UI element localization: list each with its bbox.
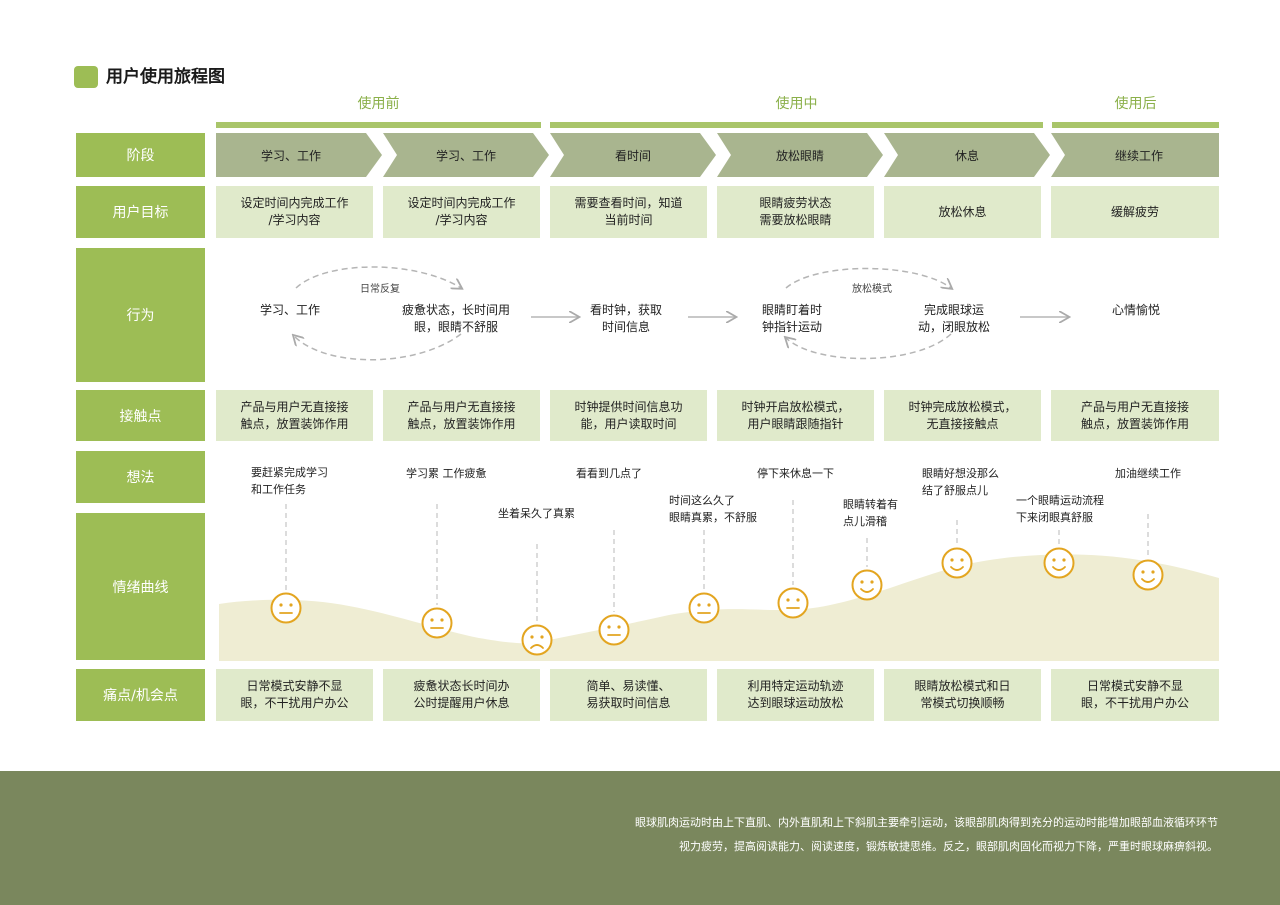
stage-step-label: 学习、工作 bbox=[260, 148, 321, 163]
footer-text-line: 眼球肌肉运动时由上下直肌、内外直肌和上下斜肌主要牵引运动，该眼部肌肉得到充分的运… bbox=[635, 816, 1218, 829]
stage-step: 继续工作 bbox=[1051, 133, 1219, 177]
stage-step: 看时间 bbox=[550, 133, 716, 177]
thought-text: 眼睛转着有 点儿滑稽 bbox=[843, 498, 898, 528]
row-label-stage: 阶段 bbox=[76, 133, 205, 177]
loop-label-relax: 放松模式 bbox=[852, 284, 892, 295]
behavior-text: 看时钟，获取 时间信息 bbox=[589, 303, 662, 334]
touchpoint-cell: 时钟提供时间信息功 能，用户读取时间 bbox=[550, 390, 707, 441]
behavior-text: 疲惫状态，长时间用 眼，眼睛不舒服 bbox=[401, 303, 510, 334]
phase-label-after: 使用后 bbox=[1114, 96, 1157, 112]
thought-text: 学习累 工作疲惫 bbox=[406, 467, 487, 480]
phase-label-during: 使用中 bbox=[775, 96, 818, 112]
thought-text: 一个眼睛运动流程 下来闭眼真舒服 bbox=[1016, 494, 1104, 524]
stage-step-label: 学习、工作 bbox=[435, 148, 496, 163]
row-label-emotion: 情绪曲线 bbox=[76, 513, 205, 660]
pain-cell: 简单、易读懂、 易获取时间信息 bbox=[550, 669, 707, 721]
face-happy-icon bbox=[941, 547, 973, 579]
row-label-touchpoint: 接触点 bbox=[76, 390, 205, 441]
title-badge bbox=[74, 66, 98, 88]
thought-text: 要赶紧完成学习 和工作任务 bbox=[251, 466, 328, 496]
face-neutral-icon bbox=[777, 587, 809, 619]
stage-step: 学习、工作 bbox=[216, 133, 382, 177]
face-neutral-icon bbox=[421, 607, 453, 639]
touchpoint-cell: 产品与用户无直接接 触点，放置装饰作用 bbox=[216, 390, 373, 441]
phase-bar-before bbox=[216, 122, 541, 128]
footer-text-line: 视力疲劳，提高阅读能力、阅读速度，锻炼敏捷思维。反之，眼部肌肉固化而视力下降，严… bbox=[679, 840, 1218, 853]
face-happy-icon bbox=[1043, 547, 1075, 579]
pain-cell: 眼睛放松模式和日 常模式切换顺畅 bbox=[884, 669, 1041, 721]
stage-step-label: 看时间 bbox=[614, 148, 651, 163]
touchpoint-cell: 产品与用户无直接接 触点，放置装饰作用 bbox=[383, 390, 540, 441]
loop-label-daily: 日常反复 bbox=[360, 284, 400, 295]
footer-banner: 眼球肌肉运动时由上下直肌、内外直肌和上下斜肌主要牵引运动，该眼部肌肉得到充分的运… bbox=[0, 771, 1280, 905]
thought-text: 时间这么久了 眼睛真累，不舒服 bbox=[669, 494, 757, 524]
emotion-curve bbox=[219, 554, 1219, 661]
stage-step: 学习、工作 bbox=[383, 133, 549, 177]
face-neutral-icon bbox=[598, 614, 630, 646]
row-label-pain: 痛点/机会点 bbox=[76, 669, 205, 721]
touchpoint-cell: 产品与用户无直接接 触点，放置装饰作用 bbox=[1051, 390, 1219, 441]
behavior-text: 学习、工作 bbox=[259, 303, 320, 317]
pain-cell: 利用特定运动轨迹 达到眼球运动放松 bbox=[717, 669, 874, 721]
behavior-text: 心情愉悦 bbox=[1111, 303, 1160, 317]
page-title: 用户使用旅程图 bbox=[106, 67, 225, 87]
face-neutral-icon bbox=[270, 592, 302, 624]
touchpoint-cell: 时钟完成放松模式， 无直接接触点 bbox=[884, 390, 1041, 441]
goal-cell: 设定时间内完成工作 /学习内容 bbox=[216, 186, 373, 238]
goal-cell: 设定时间内完成工作 /学习内容 bbox=[383, 186, 540, 238]
thought-text: 眼睛好想没那么 结了舒服点儿 bbox=[922, 467, 999, 497]
thought-text: 停下来休息一下 bbox=[757, 467, 834, 480]
stage-step-label: 继续工作 bbox=[1114, 148, 1163, 163]
row-label-behavior: 行为 bbox=[76, 248, 205, 382]
face-happy-icon bbox=[1132, 559, 1164, 591]
behavior-text: 完成眼球运 动，闭眼放松 bbox=[917, 303, 990, 334]
face-sad-icon bbox=[521, 624, 553, 656]
phase-bar-during bbox=[550, 122, 1043, 128]
goal-cell: 放松休息 bbox=[884, 186, 1041, 238]
phase-bar-after bbox=[1052, 122, 1219, 128]
face-happy-icon bbox=[851, 569, 883, 601]
row-label-thoughts: 想法 bbox=[76, 451, 205, 503]
stage-step-label: 休息 bbox=[954, 148, 979, 163]
thought-text: 加油继续工作 bbox=[1115, 467, 1181, 480]
touchpoint-cell: 时钟开启放松模式， 用户眼睛跟随指针 bbox=[717, 390, 874, 441]
stage-step-label: 放松眼睛 bbox=[775, 148, 824, 163]
goal-cell: 眼睛疲劳状态 需要放松眼睛 bbox=[717, 186, 874, 238]
behavior-arrows bbox=[216, 266, 1219, 361]
pain-cell: 疲惫状态长时间办 公时提醒用户休息 bbox=[383, 669, 540, 721]
phase-label-before: 使用前 bbox=[357, 96, 400, 112]
goal-cell: 需要查看时间，知道 当前时间 bbox=[550, 186, 707, 238]
behavior-text: 眼睛盯着时 钟指针运动 bbox=[761, 303, 822, 334]
pain-cell: 日常模式安静不显 眼，不干扰用户办公 bbox=[1051, 669, 1219, 721]
emotion-curve-chart bbox=[219, 500, 1219, 661]
goal-cell: 缓解疲劳 bbox=[1051, 186, 1219, 238]
thought-text: 看看到几点了 bbox=[576, 467, 642, 480]
stage-step: 放松眼睛 bbox=[717, 133, 883, 177]
face-neutral-icon bbox=[688, 592, 720, 624]
row-label-goal: 用户目标 bbox=[76, 186, 205, 238]
thought-text: 坐着呆久了真累 bbox=[498, 507, 575, 520]
stage-step: 休息 bbox=[884, 133, 1050, 177]
pain-cell: 日常模式安静不显 眼，不干扰用户办公 bbox=[216, 669, 373, 721]
